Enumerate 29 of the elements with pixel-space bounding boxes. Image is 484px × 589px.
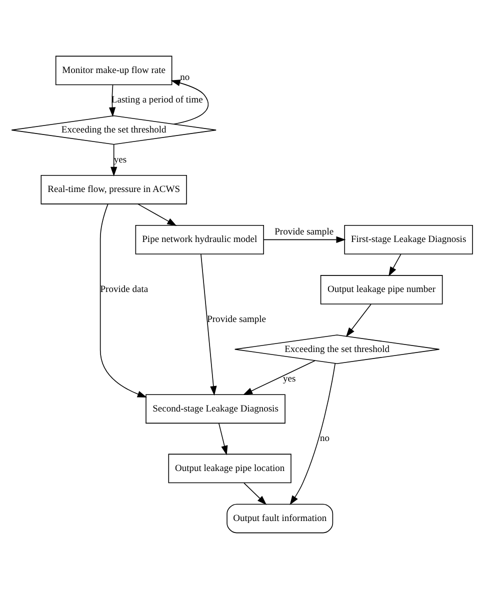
arrow [218, 423, 228, 456]
arrow [244, 482, 267, 505]
node-box: Monitor make-up flow rate [55, 56, 172, 86]
arrow [242, 360, 316, 396]
arrow [263, 236, 346, 244]
edge-label: Provide sample [207, 314, 266, 325]
node-diamond: Exceeding the set threshold [11, 115, 216, 145]
arrow [200, 254, 217, 396]
edge-label: Provide data [100, 285, 148, 296]
node-box: Output fault information [226, 504, 334, 534]
edge-label: yes [283, 374, 296, 385]
node-box: Real-time flow, pressure in ACWS [40, 174, 187, 204]
edge-label: Provide sample [274, 228, 334, 238]
arrow [290, 363, 336, 506]
arrow [138, 204, 177, 226]
arrow [388, 254, 402, 276]
arrow [110, 144, 118, 176]
node-box: Output leakage pipe number [320, 275, 443, 304]
node-box: First-stage Leakage Diagnosis [344, 224, 473, 254]
node-box: Output leakage pipe location [168, 454, 292, 484]
edge-label: yes [114, 155, 127, 166]
arrow [100, 204, 147, 398]
node-box: Second-stage Leakage Diagnosis [146, 394, 286, 424]
edge-label: no [320, 434, 330, 444]
arrow [346, 304, 372, 338]
edge-label: no [180, 73, 190, 84]
node-diamond: Exceeding the set threshold [234, 334, 440, 364]
node-box: Pipe network hydraulic model [135, 224, 264, 254]
arrow [170, 80, 209, 124]
